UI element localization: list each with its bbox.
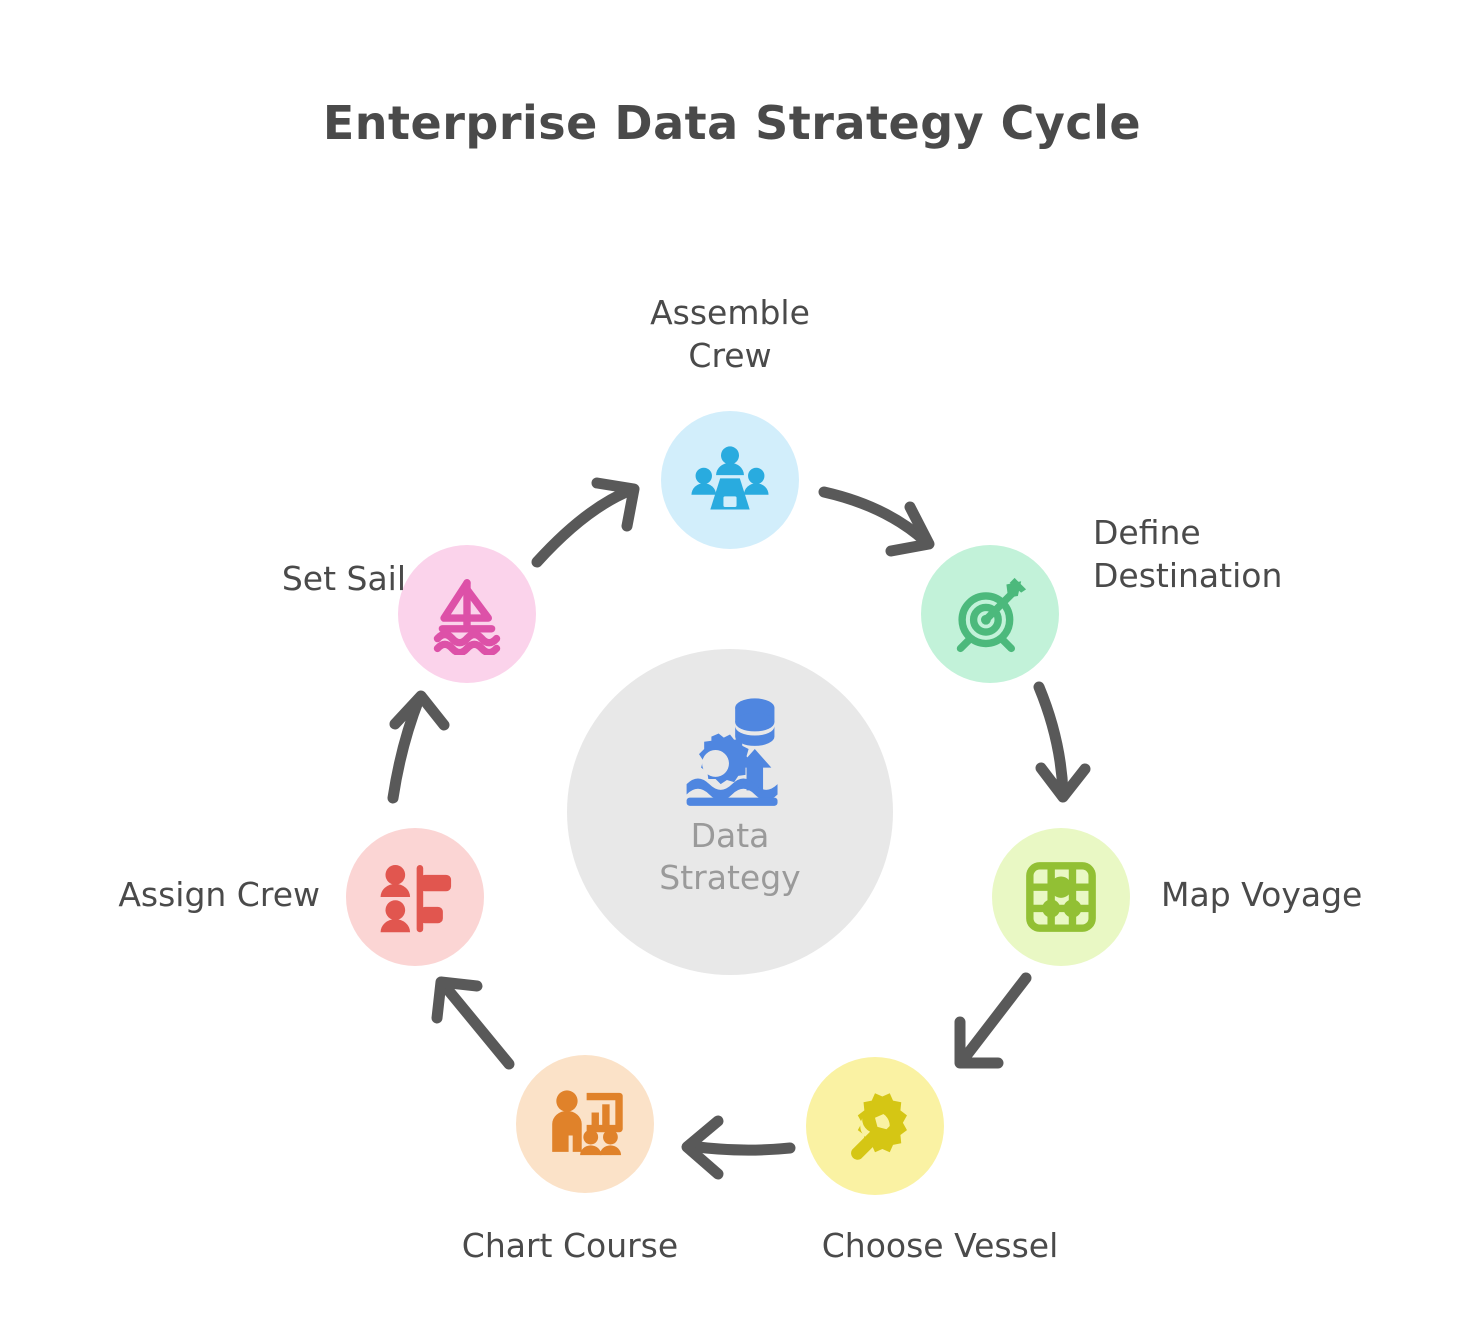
node-label-assign-crew: Assign Crew (118, 875, 320, 914)
node-define-destination[interactable] (921, 545, 1059, 683)
arrow-set-sail-to-assemble-crew (531, 477, 640, 568)
meeting-people-icon (691, 446, 769, 510)
node-label-set-sail: Set Sail (281, 559, 406, 598)
arrow-assign-crew-to-set-sail (387, 690, 450, 804)
data-strategy-icon (686, 698, 778, 806)
people-assignment-icon (380, 865, 452, 933)
arrow-chart-course-to-assign-crew (431, 976, 515, 1070)
arrow-choose-vessel-to-chart-course (681, 1115, 796, 1180)
node-label-choose-vessel: Choose Vessel (821, 1226, 1059, 1265)
node-chart-course[interactable] (516, 1055, 654, 1193)
map-grid-icon (1026, 862, 1096, 932)
node-assign-crew[interactable] (346, 828, 484, 966)
arrow-define-destination-to-map-voyage (1033, 681, 1091, 803)
presentation-training-icon (552, 1090, 623, 1156)
node-choose-vessel[interactable] (806, 1057, 944, 1195)
target-dart-icon (956, 577, 1027, 653)
node-label-assemble-crew: Assemble Crew (650, 293, 810, 375)
sailboat-icon (433, 579, 501, 655)
node-assemble-crew[interactable] (661, 411, 799, 549)
node-label-map-voyage: Map Voyage (1161, 875, 1363, 914)
page-title: Enterprise Data Strategy Cycle (322, 96, 1142, 150)
node-label-define-destination: Define Destination (1093, 513, 1283, 595)
node-label-chart-course: Chart Course (461, 1226, 679, 1265)
node-set-sail[interactable] (398, 545, 536, 683)
arrow-assemble-crew-to-define-destination (818, 486, 935, 557)
center-hub-label: Data Strategy (659, 816, 801, 898)
gear-wrench-icon (851, 1093, 907, 1160)
node-map-voyage[interactable] (992, 828, 1130, 966)
center-hub: Data Strategy (567, 649, 893, 975)
arrow-map-voyage-to-choose-vessel (954, 972, 1032, 1069)
